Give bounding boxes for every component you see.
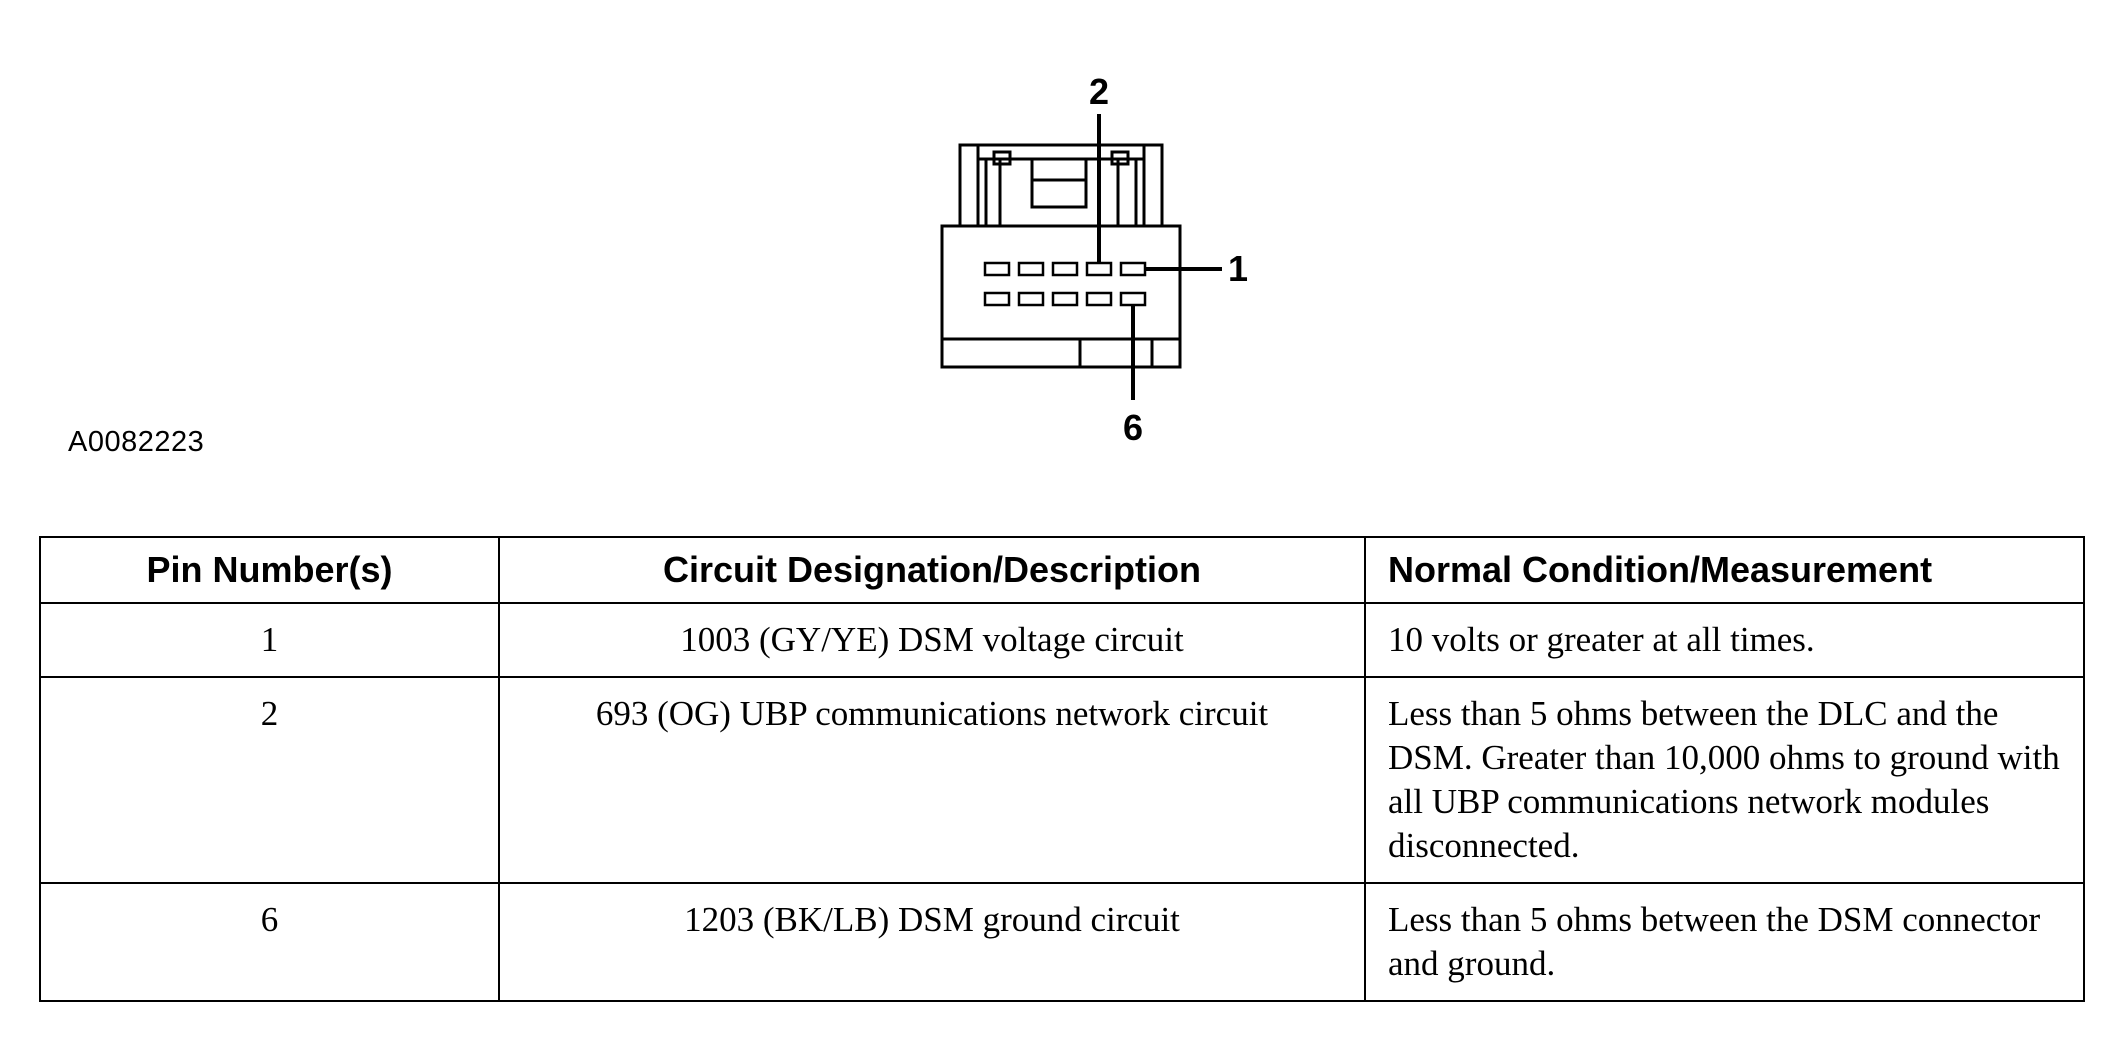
header-pin-number: Pin Number(s) xyxy=(39,536,500,604)
pin-row-bottom xyxy=(983,291,1147,307)
table-row: 6 1203 (BK/LB) DSM ground circuit Less t… xyxy=(39,882,2085,1002)
callout-pin-2: 2 xyxy=(1089,71,1109,112)
callout-pin-1: 1 xyxy=(1228,248,1248,289)
table-row: 2 693 (OG) UBP communications network ci… xyxy=(39,676,2085,884)
pin-table: Pin Number(s) Circuit Designation/Descri… xyxy=(39,536,2085,1002)
cell-condition: Less than 5 ohms between the DLC and the… xyxy=(1364,676,2085,884)
cell-pin: 6 xyxy=(39,882,500,1002)
connector-diagram: 2 1 6 xyxy=(940,71,1248,448)
cell-condition: Less than 5 ohms between the DSM connect… xyxy=(1364,882,2085,1002)
connector-latch-left xyxy=(958,143,980,226)
cell-pin: 1 xyxy=(39,602,500,678)
connector-figure: 2 1 6 xyxy=(0,0,2124,480)
cell-circuit: 1003 (GY/YE) DSM voltage circuit xyxy=(498,602,1366,678)
cell-circuit: 1203 (BK/LB) DSM ground circuit xyxy=(498,882,1366,1002)
callout-pin-6: 6 xyxy=(1123,407,1143,448)
cell-circuit: 693 (OG) UBP communications network circ… xyxy=(498,676,1366,884)
header-circuit-description: Circuit Designation/Description xyxy=(498,536,1366,604)
table-row: 1 1003 (GY/YE) DSM voltage circuit 10 vo… xyxy=(39,602,2085,678)
cell-condition: 10 volts or greater at all times. xyxy=(1364,602,2085,678)
table-header-row: Pin Number(s) Circuit Designation/Descri… xyxy=(39,536,2085,604)
figure-id: A0082223 xyxy=(68,426,205,458)
header-normal-condition: Normal Condition/Measurement xyxy=(1364,536,2085,604)
cell-pin: 2 xyxy=(39,676,500,884)
connector-latch-right xyxy=(1142,143,1164,226)
pin-row-top xyxy=(983,261,1147,277)
